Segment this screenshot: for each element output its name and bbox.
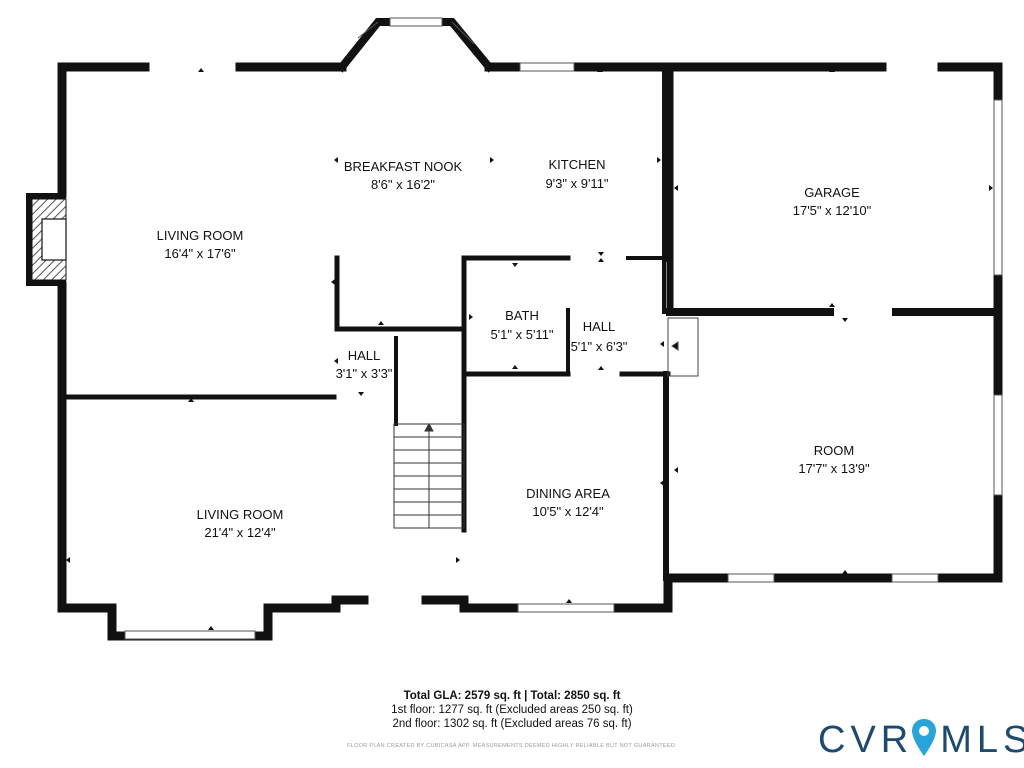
staircase — [393, 422, 465, 529]
room-name: LIVING ROOM — [197, 507, 284, 522]
room-living-room-1: LIVING ROOM 16'4" x 17'6" — [157, 228, 244, 261]
room-name: HALL — [348, 348, 381, 363]
room-dimensions: 8'6" x 16'2" — [371, 177, 435, 192]
entry-step — [667, 317, 699, 377]
walls — [57, 18, 1003, 641]
room-name: DINING AREA — [526, 486, 610, 501]
room-bath: BATH 5'1" x 5'11" — [490, 308, 553, 342]
room-dimensions: 17'5" x 12'10" — [793, 203, 872, 218]
room-name: LIVING ROOM — [157, 228, 244, 243]
room-name: KITCHEN — [548, 157, 605, 172]
fireplace — [26, 193, 67, 286]
floor-plan: LIVING ROOM 16'4" x 17'6" BREAKFAST NOOK… — [26, 17, 1003, 641]
room-hall-2: HALL 3'1" x 3'3" — [336, 348, 393, 381]
room-name: ROOM — [814, 443, 854, 458]
room-dimensions: 5'1" x 5'11" — [490, 327, 553, 342]
room-dimensions: 21'4" x 12'4" — [204, 525, 276, 540]
windows — [124, 17, 1003, 640]
total-gla: Total GLA: 2579 sq. ft | Total: 2850 sq.… — [403, 690, 621, 702]
room-dimensions: 17'7" x 13'9" — [798, 461, 870, 476]
room-dimensions: 16'4" x 17'6" — [164, 246, 236, 261]
room-dimensions: 5'1" x 6'3" — [571, 339, 628, 354]
location-pin-icon — [912, 719, 937, 756]
first-floor-area: 1st floor: 1277 sq. ft (Excluded areas 2… — [391, 704, 633, 716]
room-dimensions: 10'5" x 12'4" — [532, 504, 604, 519]
second-floor-area: 2nd floor: 1302 sq. ft (Excluded areas 7… — [392, 718, 632, 730]
logo-text-suffix: MLS — [940, 718, 1024, 761]
cvrmls-logo: CVR MLS — [818, 716, 1024, 764]
room-breakfast-nook: BREAKFAST NOOK 8'6" x 16'2" — [344, 159, 463, 192]
room-living-room-2: LIVING ROOM 21'4" x 12'4" — [197, 507, 284, 540]
logo-text-prefix: CVR — [818, 718, 914, 761]
room-dining-area: DINING AREA 10'5" x 12'4" — [526, 486, 610, 519]
area-totals: Total GLA: 2579 sq. ft | Total: 2850 sq.… — [0, 689, 1024, 731]
room-name: BATH — [505, 308, 539, 323]
opening-markers — [66, 68, 993, 630]
room-hall-1: HALL 5'1" x 6'3" — [571, 319, 628, 354]
room-garage: GARAGE 17'5" x 12'10" — [793, 185, 872, 218]
room-kitchen: KITCHEN 9'3" x 9'11" — [545, 157, 608, 191]
room-name: GARAGE — [804, 185, 860, 200]
room-name: BREAKFAST NOOK — [344, 159, 463, 174]
room-room: ROOM 17'7" x 13'9" — [798, 443, 870, 476]
room-dimensions: 9'3" x 9'11" — [545, 176, 608, 191]
disclaimer-text: FLOOR PLAN CREATED BY CUBICASA APP. MEAS… — [347, 743, 677, 749]
room-name: HALL — [583, 319, 616, 334]
room-dimensions: 3'1" x 3'3" — [336, 366, 393, 381]
